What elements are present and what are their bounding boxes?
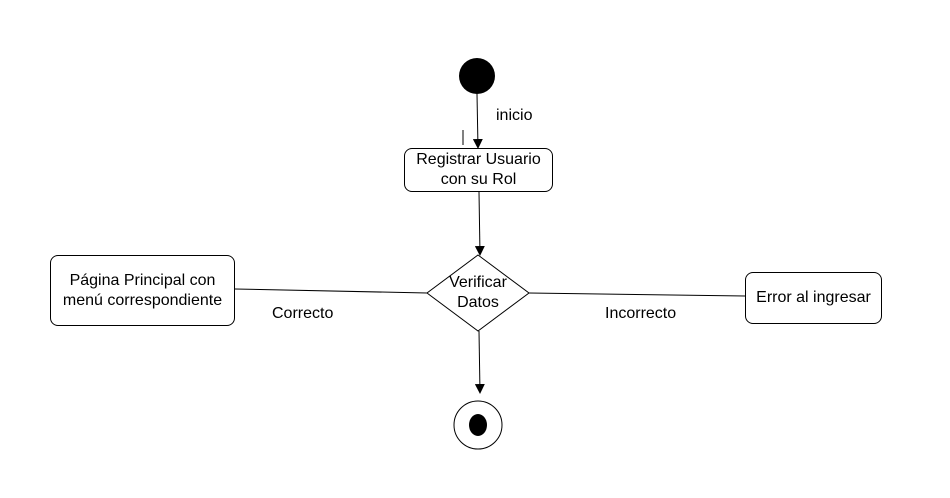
activity-register-line2: con su Rol: [440, 171, 517, 188]
activity-home-page: Página Principal con menú correspondient…: [50, 255, 235, 326]
activity-home-line2: menú correspondiente: [62, 291, 223, 309]
activity-login-error: Error al ingresar: [745, 272, 882, 324]
activity-register-line1: Registrar Usuario: [416, 151, 541, 168]
decision-line1: Verificar: [449, 274, 507, 291]
edge-decision-end: [474, 330, 485, 394]
decision-line2: Datos: [457, 294, 499, 311]
activity-register-user: Registrar Usuario con su Rol: [404, 148, 553, 192]
activity-home-line1: Página Principal con: [69, 271, 216, 289]
edge-label-correcto: Correcto: [272, 305, 334, 322]
decision-label: Verificar Datos: [438, 273, 518, 313]
edge-decision-home: [234, 288, 428, 294]
activity-error-label: Error al ingresar: [756, 289, 871, 306]
edge-register-decision: [474, 191, 485, 256]
edge-start-register: [472, 93, 483, 149]
decision-diamond: [426, 254, 530, 332]
edge-label-incorrecto: Incorrecto: [605, 305, 677, 322]
edge-decision-error: [528, 292, 746, 297]
edge-label-inicio: inicio: [496, 107, 533, 124]
end-node-inner: [469, 414, 487, 436]
start-node: [459, 58, 495, 94]
